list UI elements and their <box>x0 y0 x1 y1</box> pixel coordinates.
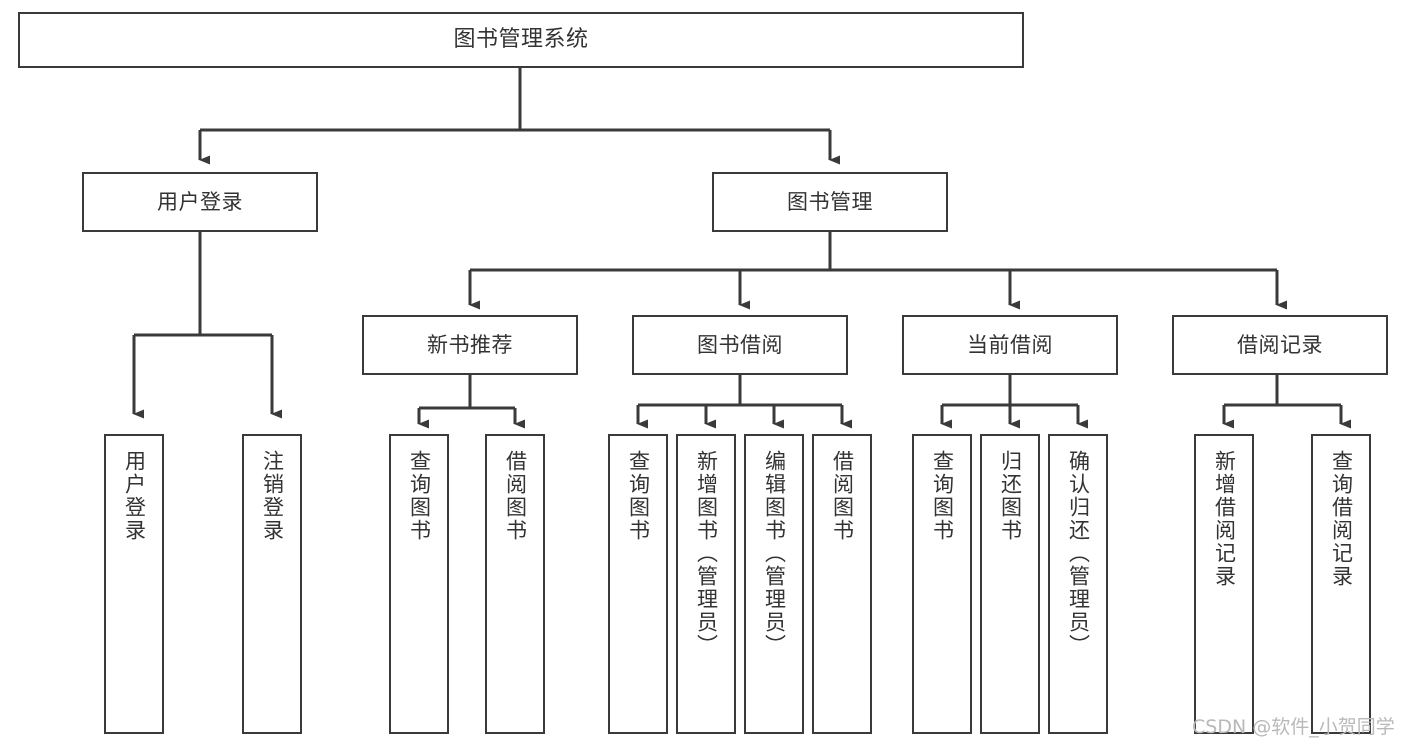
leaf-current-borrow-query[interactable]: 查询图书 <box>912 434 972 734</box>
leaf-book-borrow-edit[interactable]: 编辑图书（管理员） <box>744 434 804 734</box>
leaf-current-borrow-confirm-return-label: 确认归还（管理员） <box>1066 450 1091 657</box>
leaf-borrow-record-query-label: 查询借阅记录 <box>1329 450 1354 588</box>
leaf-new-book-query-label: 查询图书 <box>407 450 432 542</box>
leaf-user-login-login-label: 用户登录 <box>122 450 147 542</box>
leaf-book-borrow-add-label: 新增图书（管理员） <box>694 450 719 657</box>
leaf-current-borrow-confirm-return[interactable]: 确认归还（管理员） <box>1048 434 1108 734</box>
leaf-current-borrow-query-label: 查询图书 <box>930 450 955 542</box>
leaf-new-book-borrow-label: 借阅图书 <box>503 450 528 542</box>
leaf-book-borrow-query-label: 查询图书 <box>626 450 651 542</box>
node-borrow-record[interactable]: 借阅记录 <box>1172 315 1388 375</box>
node-user-login-label: 用户登录 <box>157 189 243 214</box>
node-user-login[interactable]: 用户登录 <box>82 172 318 232</box>
node-new-book-recommend[interactable]: 新书推荐 <box>362 315 578 375</box>
leaf-book-borrow-borrow-label: 借阅图书 <box>830 450 855 542</box>
leaf-user-login-logout[interactable]: 注销登录 <box>242 434 302 734</box>
leaf-book-borrow-borrow[interactable]: 借阅图书 <box>812 434 872 734</box>
node-book-borrow-label: 图书借阅 <box>697 332 783 357</box>
leaf-borrow-record-query[interactable]: 查询借阅记录 <box>1311 434 1371 734</box>
leaf-book-borrow-query[interactable]: 查询图书 <box>608 434 668 734</box>
node-borrow-record-label: 借阅记录 <box>1237 332 1323 357</box>
csdn-watermark: CSDN @软件_小贺同学 <box>1192 716 1395 738</box>
node-book-borrow[interactable]: 图书借阅 <box>632 315 848 375</box>
node-new-book-recommend-label: 新书推荐 <box>427 332 513 357</box>
leaf-current-borrow-return[interactable]: 归还图书 <box>980 434 1040 734</box>
node-current-borrow-label: 当前借阅 <box>967 332 1053 357</box>
leaf-borrow-record-add[interactable]: 新增借阅记录 <box>1194 434 1254 734</box>
node-root-system[interactable]: 图书管理系统 <box>18 12 1024 68</box>
leaf-user-login-logout-label: 注销登录 <box>260 450 285 542</box>
leaf-new-book-borrow[interactable]: 借阅图书 <box>485 434 545 734</box>
leaf-user-login-login[interactable]: 用户登录 <box>104 434 164 734</box>
leaf-new-book-query[interactable]: 查询图书 <box>389 434 449 734</box>
node-book-management-label: 图书管理 <box>787 189 873 214</box>
leaf-current-borrow-return-label: 归还图书 <box>998 450 1023 542</box>
node-book-management[interactable]: 图书管理 <box>712 172 948 232</box>
leaf-borrow-record-add-label: 新增借阅记录 <box>1212 450 1237 588</box>
leaf-book-borrow-edit-label: 编辑图书（管理员） <box>762 450 787 657</box>
leaf-book-borrow-add[interactable]: 新增图书（管理员） <box>676 434 736 734</box>
node-root-system-label: 图书管理系统 <box>453 27 589 53</box>
node-current-borrow[interactable]: 当前借阅 <box>902 315 1118 375</box>
